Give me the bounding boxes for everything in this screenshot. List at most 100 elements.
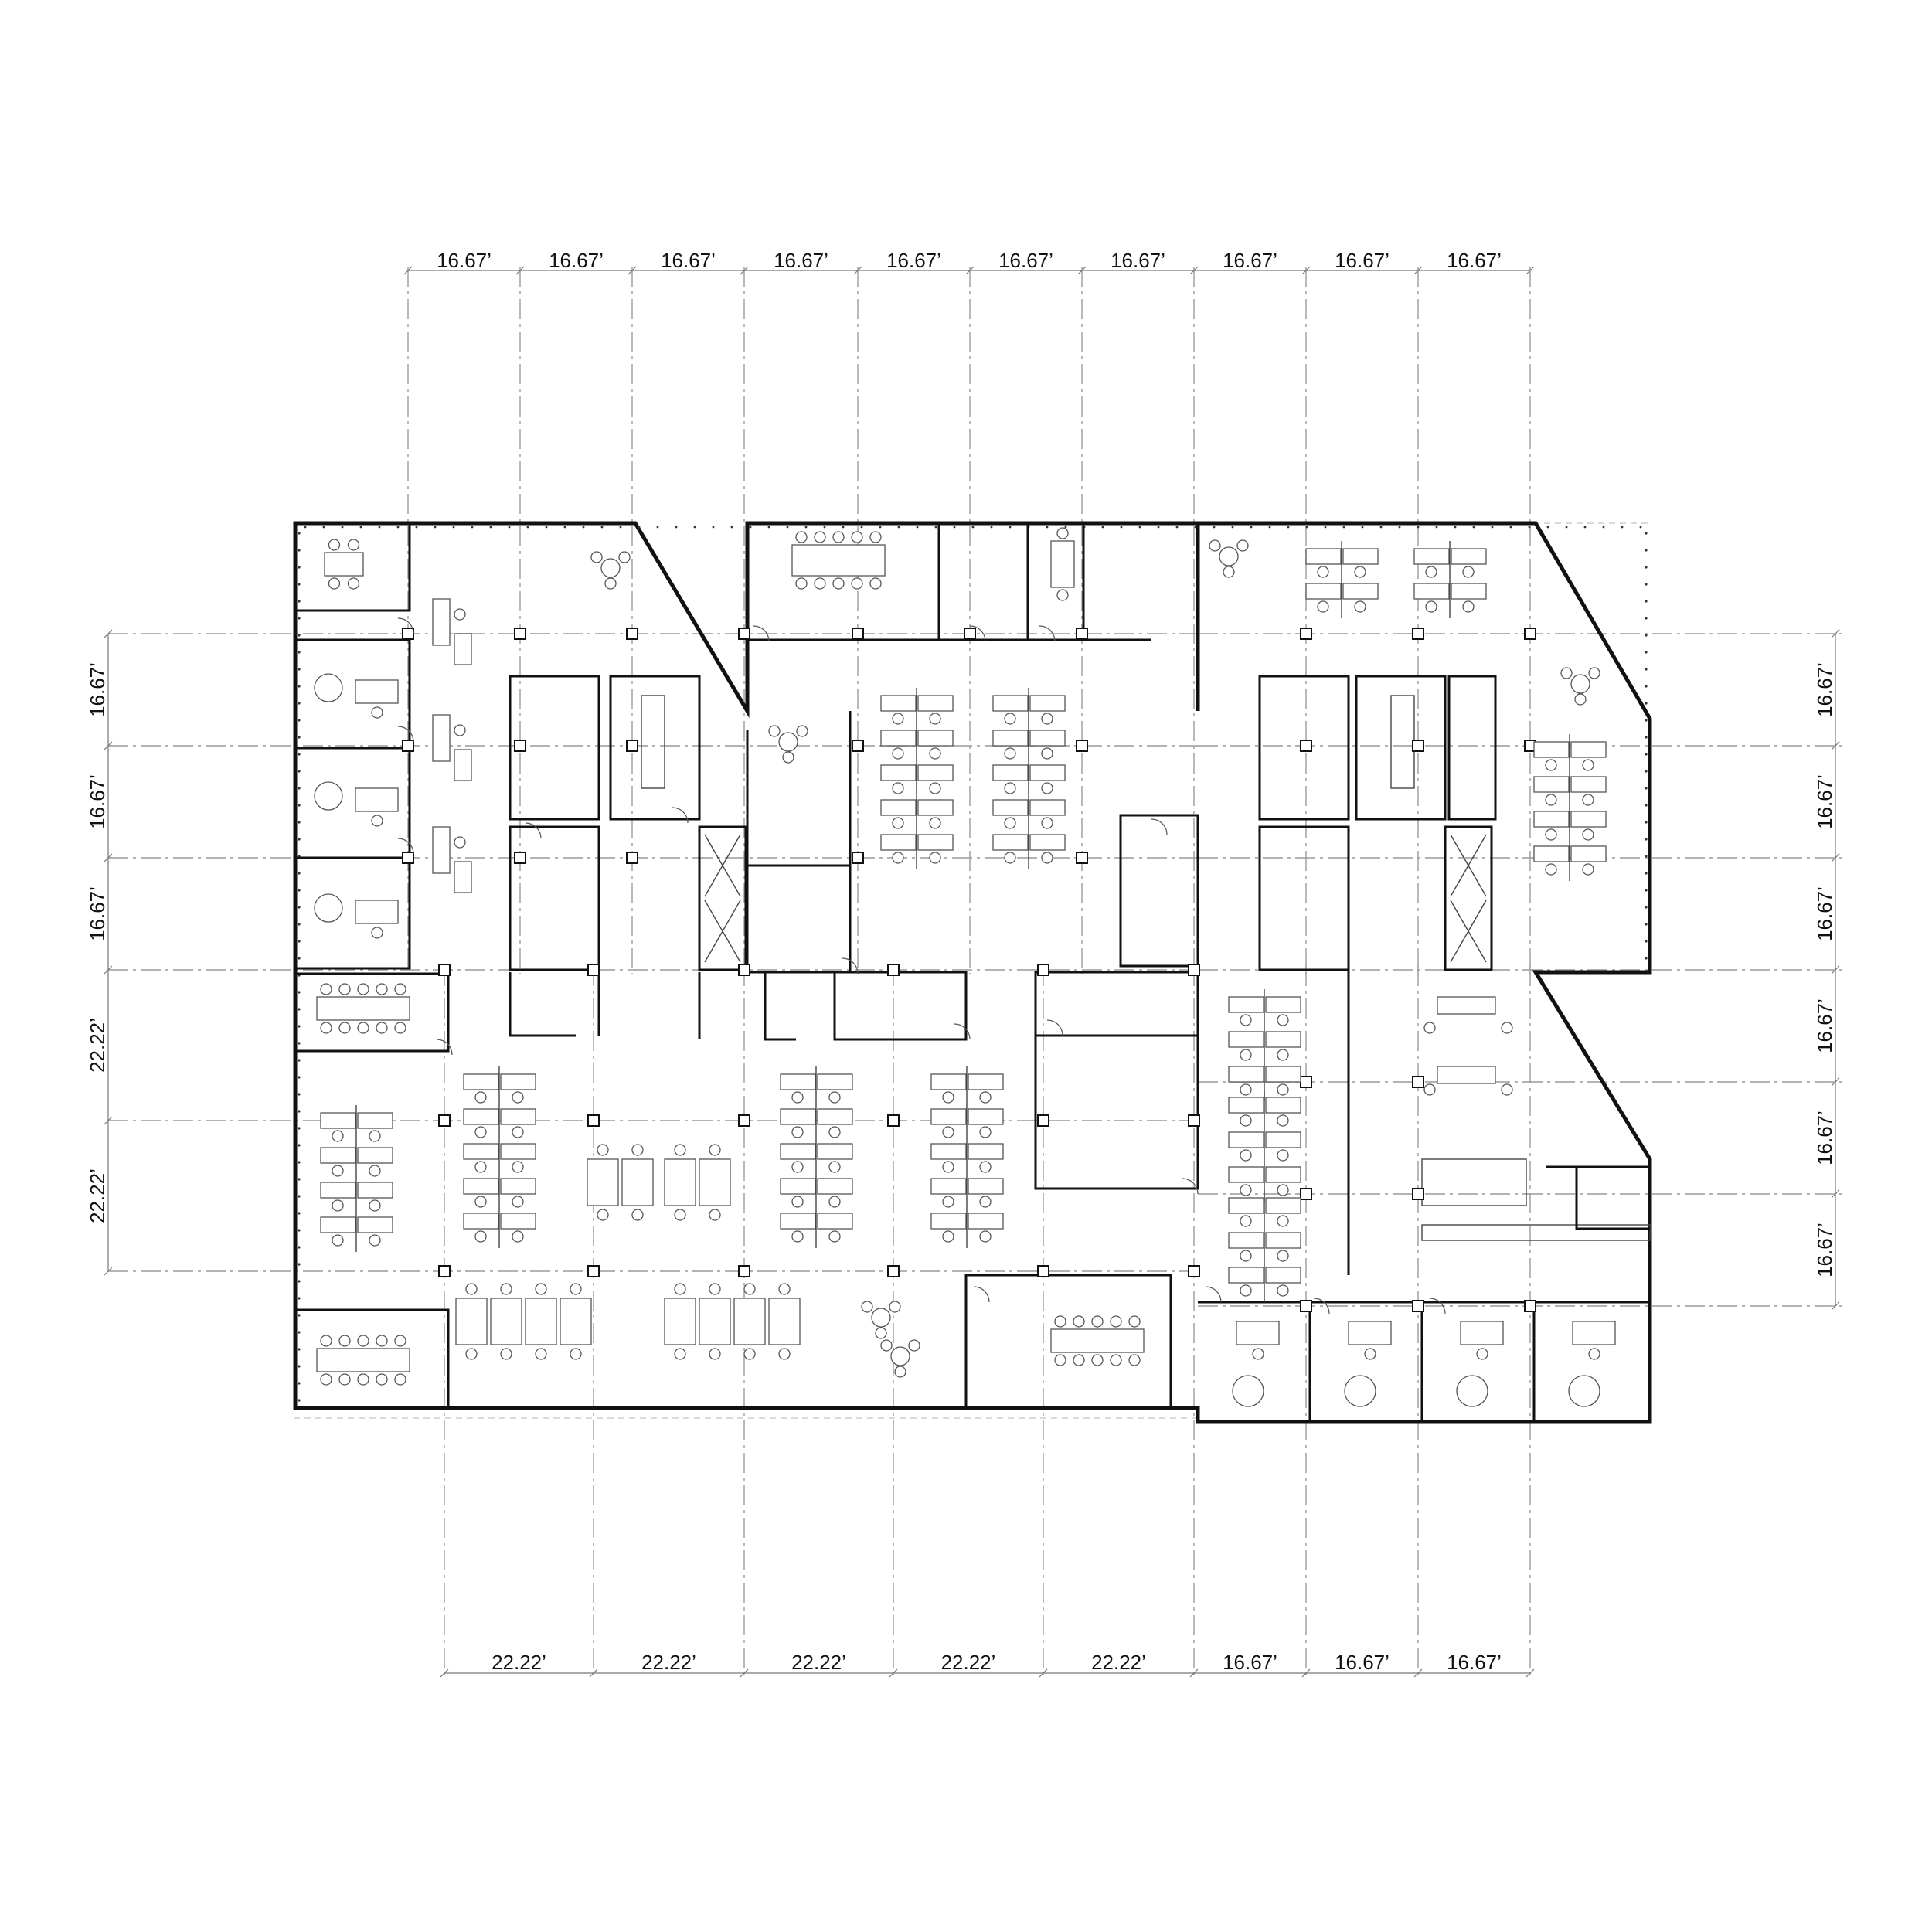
chair: [709, 1283, 721, 1295]
dimension-tick: [1831, 1077, 1840, 1087]
glazing-mullion: [298, 889, 301, 892]
chair: [394, 1335, 406, 1347]
table: [1533, 811, 1570, 828]
chair: [1354, 600, 1366, 613]
dimension-tick: [1189, 1668, 1199, 1678]
glazing-mullion: [693, 526, 696, 529]
glazing-mullion: [1645, 549, 1648, 552]
chair: [338, 983, 351, 995]
chair: [347, 539, 360, 551]
table: [968, 1073, 1004, 1090]
chair: [828, 1161, 841, 1173]
east-restroom-1: [1258, 675, 1350, 821]
glazing-mullion: [990, 526, 993, 529]
glazing-mullion: [1645, 923, 1648, 926]
glazing-mullion: [298, 668, 301, 671]
chair: [376, 1335, 388, 1347]
chair: [979, 1126, 992, 1138]
chair: [474, 1196, 487, 1208]
table: [817, 1143, 853, 1160]
table: [1228, 1066, 1264, 1083]
chair: [357, 983, 369, 995]
chair: [674, 1348, 686, 1360]
chair: [474, 1230, 487, 1243]
glazing-mullion: [298, 1025, 301, 1028]
glazing-mullion: [1213, 526, 1216, 529]
table: [1265, 996, 1301, 1013]
table: [992, 695, 1029, 712]
table: [1265, 1066, 1301, 1083]
chair: [942, 1230, 954, 1243]
structural-column: [1300, 1300, 1312, 1312]
glazing-mullion: [396, 526, 400, 529]
chair: [1240, 1014, 1252, 1026]
glazing-mullion: [619, 526, 622, 529]
chair: [1501, 1022, 1513, 1034]
glazing-mullion: [1645, 787, 1648, 790]
chair: [1252, 1348, 1264, 1360]
chair: [908, 1339, 920, 1352]
chair: [1277, 1014, 1289, 1026]
dimension-tick: [1831, 1301, 1840, 1311]
chair: [328, 539, 341, 551]
chair: [1588, 1348, 1600, 1360]
glazing-mullion: [298, 702, 301, 705]
glazing-mullion: [298, 1008, 301, 1011]
table: [1265, 1166, 1301, 1183]
structural-column: [514, 628, 526, 640]
structural-column: [587, 1114, 600, 1127]
west-stair-run: [641, 695, 665, 789]
glazing-mullion: [298, 923, 301, 926]
table: [463, 1143, 499, 1160]
east-shaft: [1447, 675, 1497, 821]
left-dimension-label: 22.22’: [86, 1018, 109, 1073]
table: [357, 1147, 393, 1164]
chair: [1073, 1315, 1085, 1328]
structural-column: [1412, 1188, 1424, 1200]
chair: [320, 1335, 332, 1347]
core-meeting-room: [746, 711, 852, 974]
left-dimension-label: 22.22’: [86, 1168, 109, 1223]
east-stair-run: [1390, 695, 1415, 789]
chair: [778, 1283, 791, 1295]
chair: [1462, 600, 1475, 613]
glazing-mullion: [298, 821, 301, 824]
table: [968, 1143, 1004, 1160]
chair: [814, 531, 826, 543]
structural-column: [438, 1114, 451, 1127]
glazing-mullion: [298, 1093, 301, 1096]
structural-column: [738, 1114, 750, 1127]
table: [320, 1216, 356, 1233]
structural-column: [1524, 1300, 1536, 1312]
dimension-tick: [1831, 965, 1840, 975]
chair: [338, 1022, 351, 1034]
right-dimension-label: 16.67’: [1813, 1111, 1836, 1165]
glazing-mullion: [842, 526, 845, 529]
round-table: [600, 558, 621, 578]
dimension-tick: [1039, 1668, 1048, 1678]
glazing-mullion: [638, 526, 641, 529]
glazing-mullion: [1009, 526, 1012, 529]
chair: [791, 1196, 804, 1208]
left-dimension-label: 16.67’: [86, 662, 109, 717]
chair: [1209, 539, 1221, 552]
table: [500, 1108, 536, 1125]
glazing-mullion: [897, 526, 900, 529]
glazing-mullion: [582, 526, 585, 529]
glazing-mullion: [1645, 617, 1648, 620]
table: [1305, 583, 1342, 600]
chair: [512, 1230, 524, 1243]
table: [880, 834, 917, 851]
glazing-mullion: [1645, 940, 1648, 943]
elevator-x-2: [704, 900, 741, 963]
table: [968, 1213, 1004, 1230]
chair: [631, 1144, 644, 1156]
west-stair: [609, 675, 701, 821]
glazing-mullion: [298, 1178, 301, 1181]
glazing-mullion: [1645, 719, 1648, 722]
table: [664, 1158, 696, 1206]
table: [664, 1298, 696, 1345]
structural-column: [1300, 740, 1312, 752]
top-dimension-label: 16.67’: [1335, 249, 1389, 272]
chair: [894, 1366, 906, 1378]
